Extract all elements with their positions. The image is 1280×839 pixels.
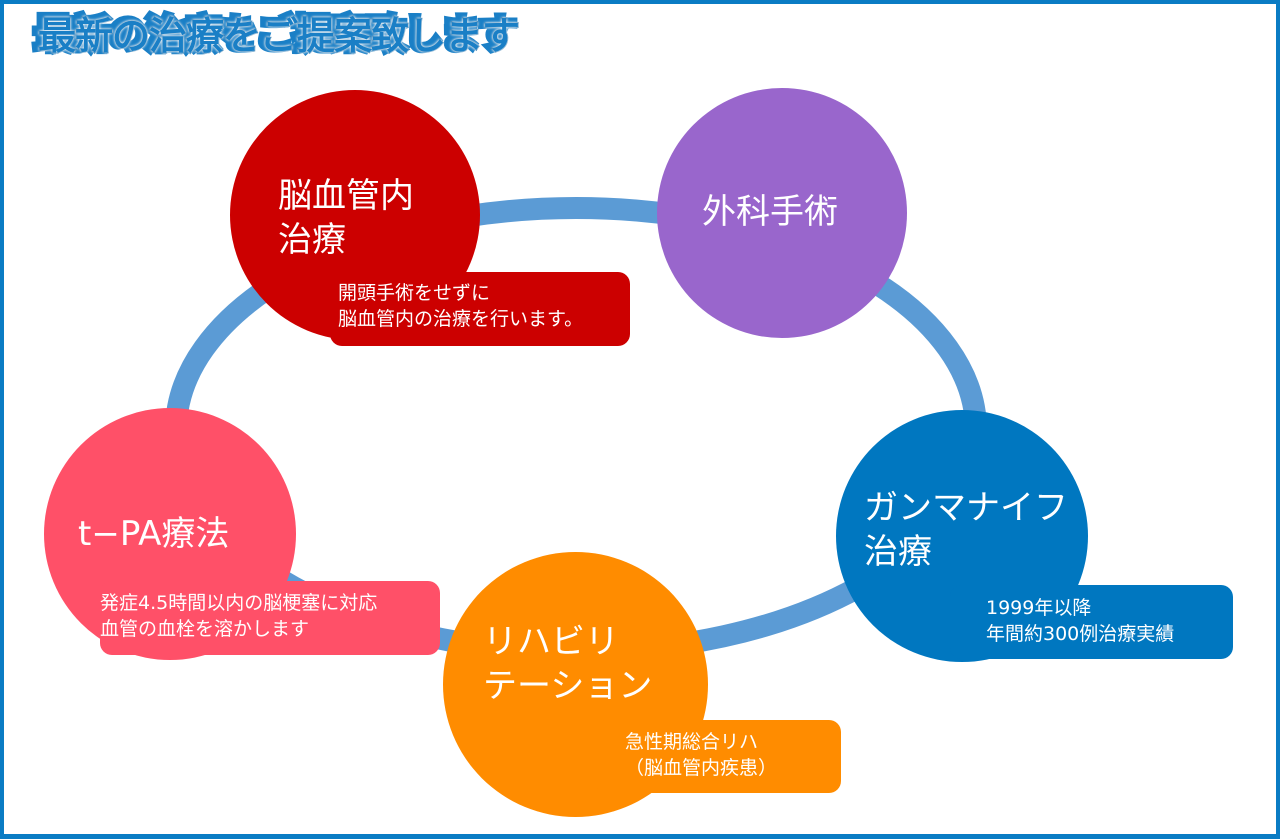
label-line: ガンマナイフ bbox=[864, 488, 1068, 528]
page-title: 最新の治療をご提案致します bbox=[37, 13, 521, 59]
callout-endovascular: 開頭手術をせずに 脳血管内の治療を行います。 bbox=[330, 272, 630, 346]
node-surgery: 外科手術 bbox=[657, 88, 907, 338]
node-surgery-label: 外科手術 bbox=[702, 190, 838, 234]
callout-line: 年間約300例治療実績 bbox=[986, 623, 1175, 645]
label-line: t−PA療法 bbox=[78, 514, 230, 554]
callout-tpa: 発症4.5時間以内の脳梗塞に対応 血管の血栓を溶かします bbox=[100, 581, 440, 655]
callout-line: 急性期総合リハ bbox=[625, 731, 759, 753]
label-line: 脳血管内 bbox=[278, 176, 414, 216]
label-line: リハビリ bbox=[483, 622, 619, 662]
callout-rehab: 急性期総合リハ （脳血管内疾患） bbox=[595, 720, 841, 793]
callout-line: 脳血管内の治療を行います。 bbox=[338, 308, 584, 330]
callout-line: 血管の血栓を溶かします bbox=[100, 618, 310, 640]
callout-gamma-knife: 1999年以降 年間約300例治療実績 bbox=[950, 585, 1233, 659]
node-tpa-label: t−PA療法 bbox=[78, 512, 229, 556]
callout-line: （脳血管内疾患） bbox=[625, 757, 778, 779]
label-line: 治療 bbox=[864, 532, 932, 572]
label-line: 治療 bbox=[278, 220, 346, 260]
callout-line: 発症4.5時間以内の脳梗塞に対応 bbox=[100, 592, 378, 614]
label-line: テーション bbox=[483, 666, 653, 706]
node-gamma-knife-label: ガンマナイフ 治療 bbox=[864, 486, 1068, 574]
node-rehab-label: リハビリ テーション bbox=[483, 620, 652, 708]
callout-line: 開頭手術をせずに bbox=[338, 282, 491, 304]
node-endovascular-label: 脳血管内 治療 bbox=[278, 174, 414, 262]
callout-line: 1999年以降 bbox=[986, 597, 1092, 619]
page-title-outline: 最新の治療をご提案致します bbox=[30, 9, 519, 60]
label-line: 外科手術 bbox=[702, 192, 838, 232]
